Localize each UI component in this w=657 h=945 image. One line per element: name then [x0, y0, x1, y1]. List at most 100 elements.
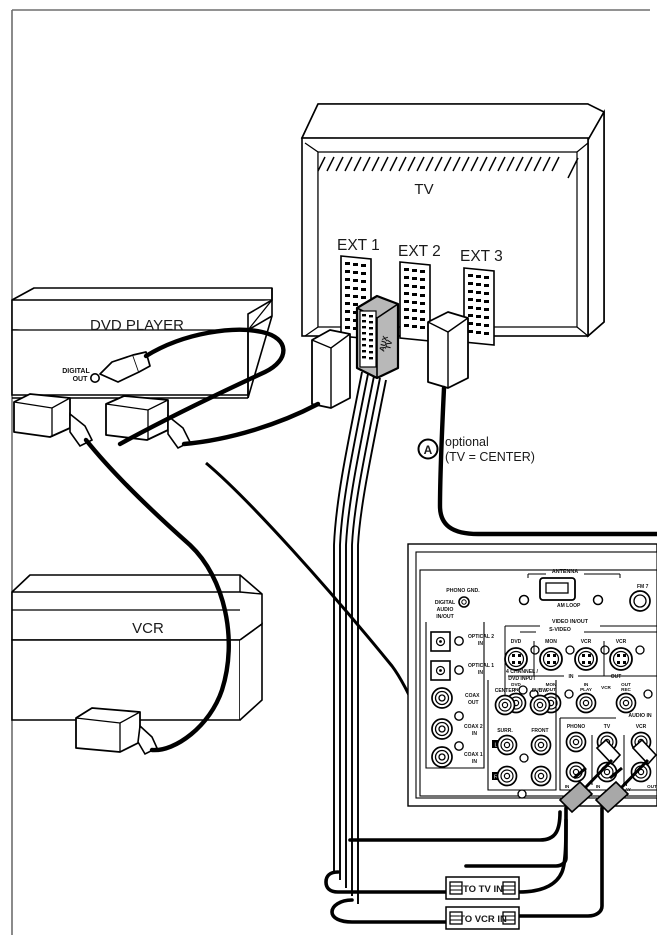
optical2-label: OPTICAL 2: [468, 634, 494, 640]
svideo-vcr-in-jack: [574, 647, 598, 671]
dvd-digital-out-jack: [90, 372, 101, 383]
ext1-scart-plug: [311, 329, 351, 409]
fourch-front-l-jack: [530, 734, 552, 756]
comp-vcr-in-jack: [575, 692, 597, 714]
svideo-out-dir: OUT: [611, 674, 622, 680]
fourch-subw-jack: [529, 694, 551, 716]
comp-vcr-group: VCR: [601, 685, 611, 690]
comp-vcrin-l2: PLAY: [580, 687, 592, 692]
page-frame: [11, 9, 650, 935]
rca-plug-vcr: [594, 738, 657, 814]
fourch-line1: 4 CHANNEL /: [506, 669, 538, 675]
fourch-center-label: CENTER: [495, 688, 516, 694]
comp-vcrin-l1: IN: [584, 682, 589, 687]
comp-dvd-l1: DVD: [511, 682, 521, 687]
to-tv-in-label: TO TV IN: [463, 884, 503, 895]
svideo-mon-jack: [539, 647, 563, 671]
coax1-in-jack: [431, 746, 453, 768]
fourch-line2: DVD INPUT: [508, 676, 536, 682]
svideo-dvd-label: DVD: [511, 639, 522, 645]
svideo-dvd-jack: [504, 647, 528, 671]
audio-dir-1: IN: [565, 784, 570, 789]
tv-label: TV: [414, 181, 433, 198]
dvd-digital-out-line2: OUT: [73, 376, 89, 383]
audio-dir-4: PLAY: [619, 787, 631, 792]
svideo-vcrout-label: VCR: [616, 639, 627, 645]
antenna-group-label: ANTENNA: [552, 569, 578, 575]
coax2-label: COAX 2: [464, 724, 483, 730]
dvd-player-label: DVD PLAYER: [90, 317, 184, 334]
audio-dir-2: IN: [596, 784, 601, 789]
coax-out-label: COAX: [465, 693, 480, 699]
dvd-digital-out-line1: DIGITAL: [62, 368, 90, 375]
ext3-label: EXT 3: [460, 248, 503, 265]
to-vcr-in-label: TO VCR IN: [459, 914, 507, 925]
coax1-sub: IN: [472, 759, 477, 765]
fourch-surr-label: SURR.: [497, 728, 513, 734]
comp-mon-l2: OUT: [546, 687, 556, 692]
callout-line2: (TV = CENTER): [445, 450, 535, 464]
coax2-in-jack: [431, 718, 453, 740]
comp-dvd-l2: IN: [514, 687, 519, 692]
channel-r-badge: [492, 772, 500, 780]
channel-l-text: L: [494, 743, 497, 749]
svideo-vcrin-label: VCR: [581, 639, 592, 645]
vcr-device: VCR: [11, 574, 263, 721]
comp-vcr-out-jack: [615, 692, 637, 714]
cable-bundle-thick: [83, 327, 657, 753]
video-group-line1: VIDEO IN/OUT: [552, 619, 589, 625]
coax-out-jack: [431, 687, 453, 709]
fourch-front-r-jack: [530, 765, 552, 787]
svideo-in-dir: IN: [569, 674, 574, 680]
coax1-label: COAX 1: [464, 752, 483, 758]
fourch-surr-r-jack: [496, 765, 518, 787]
dvd-player-device: DVD PLAYER DIGITAL OUT: [11, 287, 273, 399]
scart-tv-text: TV: [383, 339, 394, 351]
comp-vcrout-l2: REC: [621, 687, 631, 692]
to-vcr-in-tag: TO VCR IN: [445, 906, 520, 930]
to-tv-in-tag: TO TV IN: [445, 876, 520, 900]
phono-gnd-label: PHONO GND.: [446, 588, 480, 594]
channel-l-badge: [492, 740, 500, 748]
ext2-label: EXT 2: [398, 243, 441, 260]
optional-callout: A optional (TV = CENTER): [417, 435, 535, 464]
callout-line1: optional: [445, 435, 489, 449]
ext1-label: EXT 1: [337, 237, 380, 254]
audio-vcr-label: VCR: [636, 724, 647, 730]
digital-audio-line2: AUDIO: [437, 607, 454, 613]
antenna-screw-left: [518, 594, 530, 606]
fm-label: FM 7: [637, 584, 649, 590]
audio-tv-label: TV: [604, 724, 611, 730]
am-loop-label: AM LOOP: [557, 603, 581, 609]
ext3-scart-plug: [427, 311, 469, 389]
rca-plug-tv: [558, 738, 622, 814]
fourch-surr-l-jack: [496, 734, 518, 756]
svideo-vcr-out-jack: [609, 647, 633, 671]
digital-audio-line3: IN/OUT: [436, 614, 454, 620]
audio-dir-5: OUT: [647, 784, 657, 789]
fourch-front-label: FRONT: [531, 728, 548, 734]
audio-phono-label: PHONO: [567, 724, 585, 730]
svideo-row: DVD MON VCR: [504, 639, 657, 680]
antenna-screw-right: [592, 594, 604, 606]
vcr-label: VCR: [132, 620, 164, 637]
tv-vent-slots: [317, 156, 579, 179]
digital-audio-line1: DIGITAL: [435, 600, 456, 606]
ext2-socket: [399, 261, 431, 342]
fourch-center-jack: [494, 694, 516, 716]
fourch-subw-label: SUBW.: [532, 688, 549, 694]
scart-aux-text: AUX: [377, 335, 390, 353]
optical1-label: OPTICAL 1: [468, 663, 494, 669]
channel-r-text: R: [494, 775, 498, 781]
callout-marker-a: A: [424, 443, 433, 457]
bottom-cable-runs: [324, 806, 604, 924]
cable-dvd-to-vcr: [83, 437, 231, 753]
audio-in-group-label: AUDIO IN: [628, 713, 652, 719]
ext3-socket: [463, 267, 495, 346]
video-group-line2: S-VIDEO: [549, 627, 571, 633]
optical2-sub: IN: [478, 641, 483, 647]
vcr-scart-plug: [75, 707, 159, 756]
scart-ribbon-bundle: [333, 371, 387, 904]
fm-coax-terminal: [629, 590, 651, 612]
